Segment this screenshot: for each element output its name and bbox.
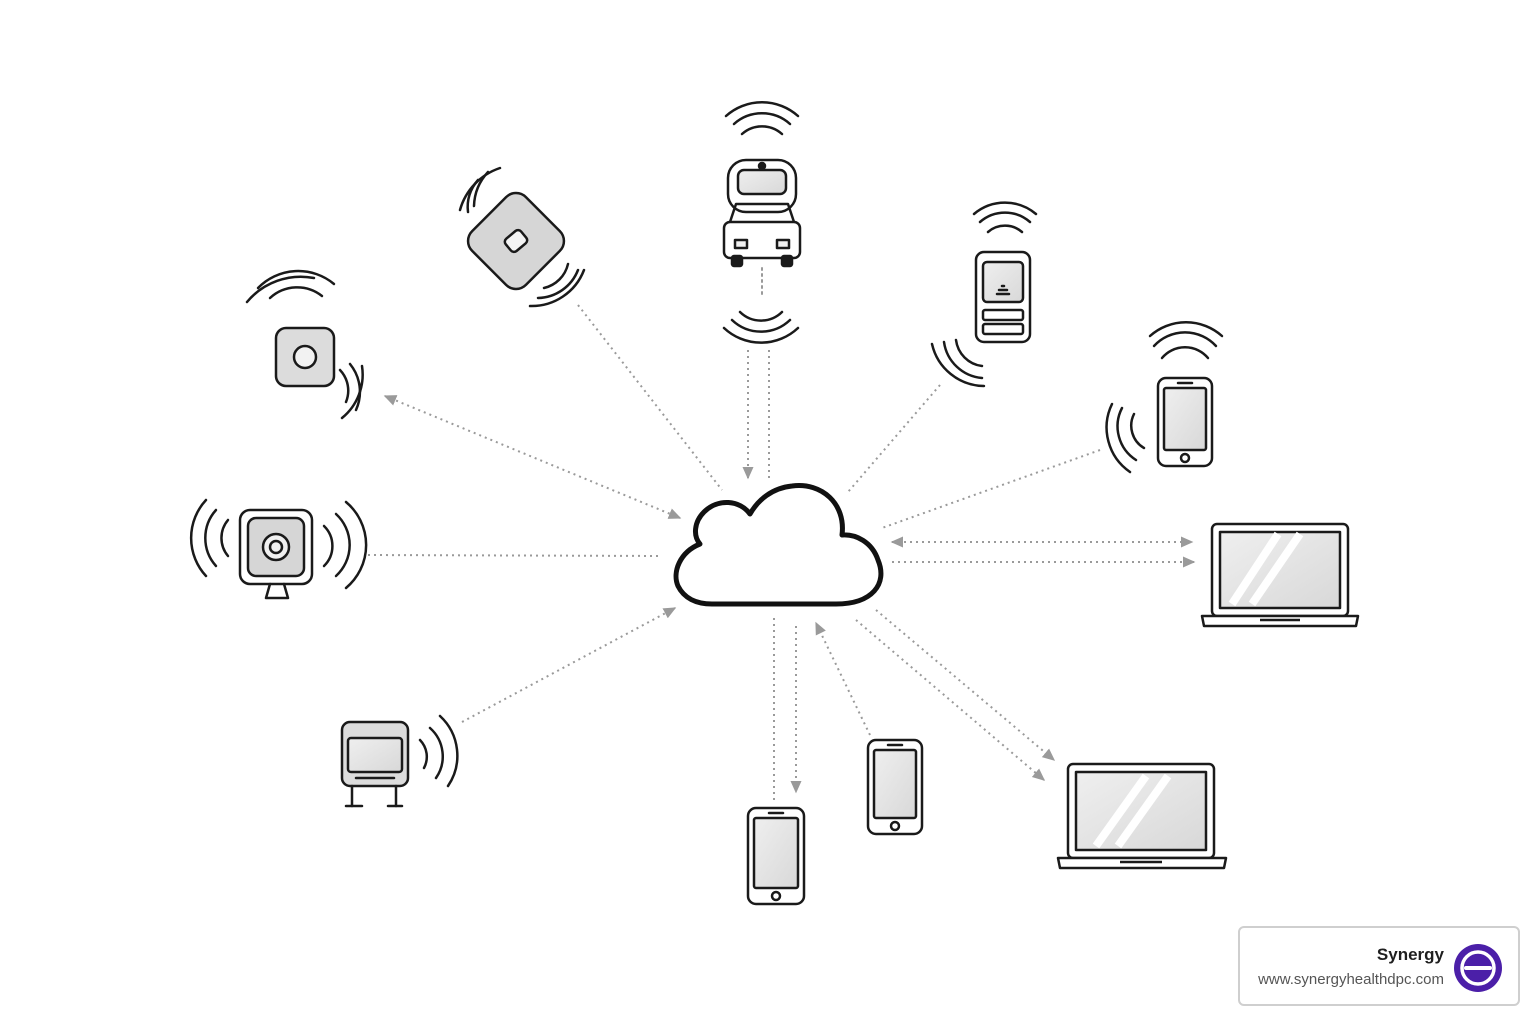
connection-camera — [367, 554, 661, 557]
cloud-icon — [673, 483, 884, 607]
connection-phone-bottom-middle — [815, 621, 871, 736]
connection-kiosk — [461, 607, 677, 723]
laptop-icon — [1056, 762, 1228, 870]
synergy-logo-icon — [1454, 944, 1502, 992]
connection-laptop-bottom-a — [875, 609, 1056, 761]
smartphone-icon — [1105, 321, 1224, 474]
connection-phone-top-right — [881, 449, 1101, 529]
connection-handheld — [847, 384, 941, 493]
connection-tag — [577, 304, 723, 491]
connection-sensor — [383, 395, 682, 519]
smartphone-icon — [746, 806, 806, 906]
connection-laptop-bottom-b — [855, 619, 1046, 781]
brand-name: Synergy — [1376, 945, 1444, 964]
laptop-icon — [1200, 522, 1360, 628]
handheld-device-icon — [930, 201, 1038, 388]
car-icon — [722, 101, 802, 344]
brand-url[interactable]: www.synergyhealthdpc.com — [1258, 971, 1444, 988]
monitor-stand-icon — [340, 714, 459, 808]
sensor-icon — [245, 269, 364, 420]
wearable-tag-icon — [458, 166, 586, 308]
connections — [367, 304, 1196, 800]
smartphone-icon — [866, 738, 924, 836]
smart-camera-icon — [189, 498, 368, 600]
branding-badge: Synergy www.synergyhealthdpc.com — [1238, 926, 1520, 1006]
